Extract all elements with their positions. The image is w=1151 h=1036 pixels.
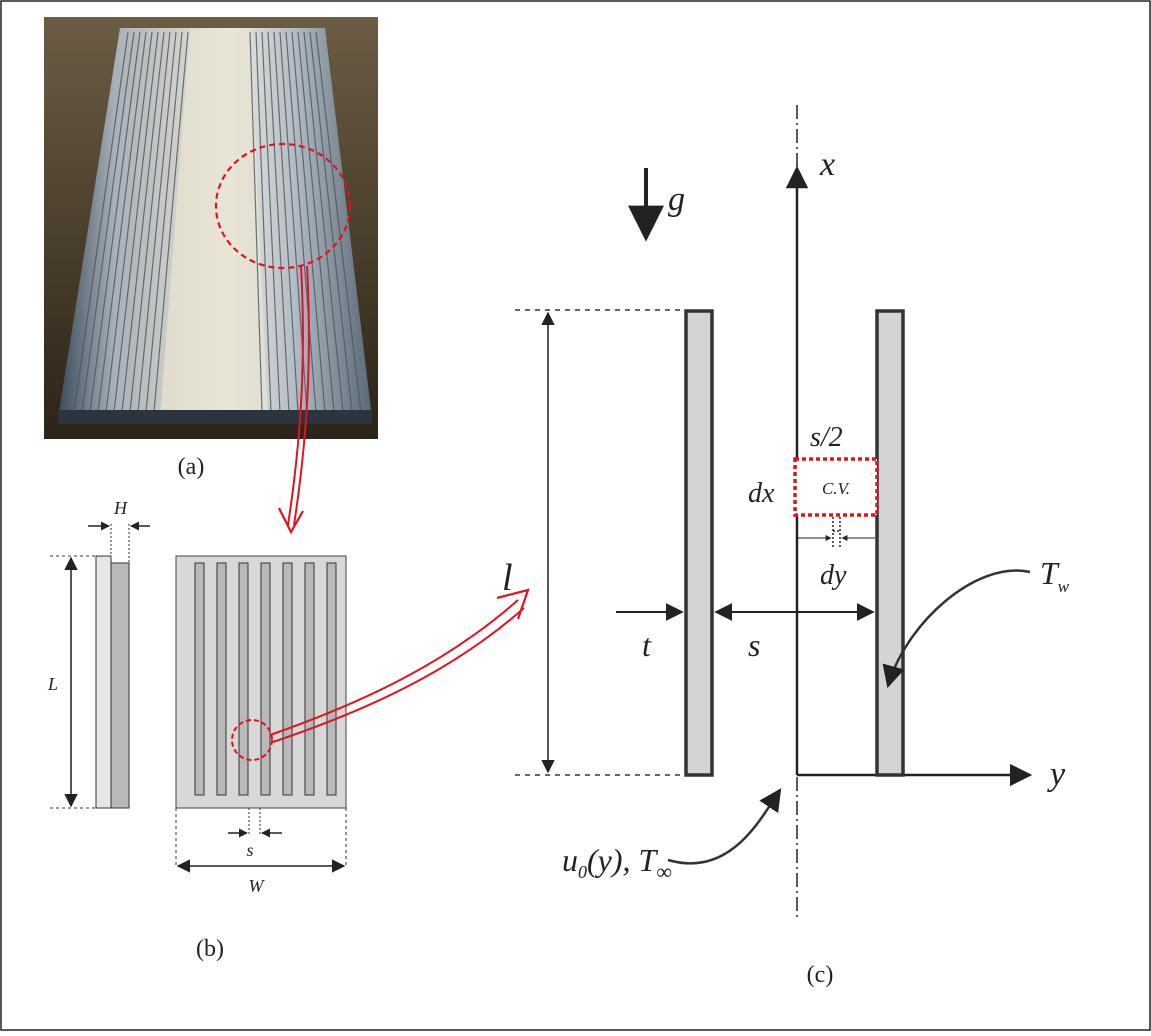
- fin-ridge: [81, 31, 135, 413]
- panel-b-side-view: L H: [47, 498, 150, 809]
- t-label: t: [642, 627, 652, 663]
- caption-b: (b): [196, 936, 224, 962]
- photo-highlight-circle: [214, 142, 352, 270]
- panel-a-photo: [44, 17, 378, 439]
- fin-ridge: [273, 31, 299, 413]
- H-label: H: [113, 498, 128, 518]
- right-fin: [875, 309, 905, 777]
- cv-label: C.V.: [822, 479, 851, 498]
- fin-ridge: [261, 31, 281, 413]
- caption-a: (a): [178, 454, 205, 480]
- front-fins: [194, 562, 337, 796]
- front-highlight-circle: [231, 719, 273, 761]
- front-fin: [216, 562, 227, 796]
- panel-b-front-view: s W: [175, 555, 347, 896]
- fin-ridge: [297, 31, 335, 413]
- s-label-b: s: [246, 840, 253, 860]
- fin-ridge: [89, 31, 141, 413]
- fin-ridge: [309, 31, 353, 413]
- L-label: L: [47, 674, 58, 694]
- fin-ridge: [145, 31, 183, 413]
- fin-ridge: [291, 31, 326, 413]
- Tw-label: Tw: [1040, 555, 1070, 596]
- y-axis-label: y: [1047, 756, 1066, 793]
- red-arrow-b-to-c: [269, 588, 530, 743]
- caption-c: (c): [807, 962, 834, 988]
- half-s-label: s/2: [810, 422, 843, 453]
- left-fin: [684, 309, 714, 777]
- dx-label: dx: [748, 478, 775, 509]
- fin-ridge: [249, 31, 263, 413]
- red-arrow-a-to-b: [278, 265, 310, 535]
- heat-sink-base-edge: [58, 410, 372, 424]
- inlet-condition-label: u0(y), T∞: [562, 842, 672, 884]
- fin-ridge: [121, 31, 165, 413]
- x-axis-label: x: [819, 146, 835, 183]
- front-fin: [194, 562, 205, 796]
- l-label: l: [502, 557, 513, 599]
- fin-ridge: [113, 31, 159, 413]
- front-fin: [304, 562, 315, 796]
- side-base-plate: [95, 555, 112, 809]
- fin-ridge: [255, 31, 272, 413]
- fin-ridge: [129, 31, 171, 413]
- s-label-c: s: [748, 627, 760, 663]
- fin-ridge: [315, 31, 362, 413]
- front-fin: [238, 562, 249, 796]
- heat-sink-center-strip: [160, 30, 268, 418]
- front-fin: [282, 562, 293, 796]
- g-label: g: [668, 181, 685, 218]
- panel-c: g x y l t s C.V. s/2 dx dy: [502, 105, 1070, 920]
- front-fin: [326, 562, 337, 796]
- fin-ridge: [73, 31, 129, 413]
- fin-ridge: [303, 31, 344, 413]
- control-volume: [793, 457, 879, 517]
- fin-ridge: [153, 31, 189, 413]
- fin-ridge: [137, 31, 177, 413]
- fin-ridge: [267, 31, 290, 413]
- front-fin: [260, 562, 271, 796]
- Tw-pointer-arrow: [882, 569, 1031, 689]
- W-label: W: [249, 876, 266, 896]
- dy-label: dy: [820, 560, 847, 591]
- fin-ridge: [285, 31, 317, 413]
- inlet-pointer-arrow: [667, 788, 782, 865]
- fin-ridge: [105, 31, 153, 413]
- side-fin: [110, 562, 130, 809]
- fin-ridge: [97, 31, 147, 413]
